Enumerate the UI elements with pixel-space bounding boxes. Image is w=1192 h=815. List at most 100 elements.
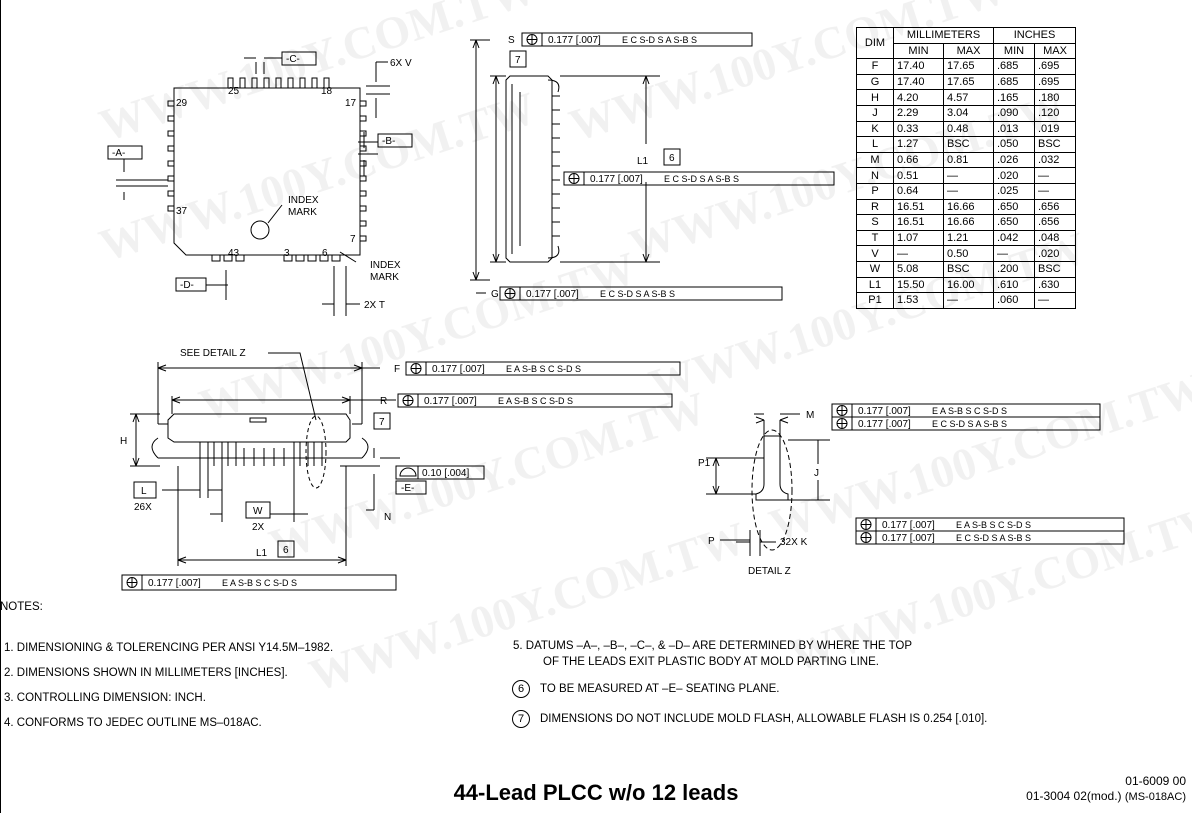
dimension-cell-in-min: .050	[993, 136, 1035, 153]
dimension-cell-in-min: .013	[993, 120, 1035, 138]
pin-6-label: 6	[322, 248, 328, 259]
datum-d-label: -D-	[180, 280, 194, 291]
index-mark-label: MARK	[288, 207, 317, 218]
w-2x-label: 2X	[252, 522, 265, 533]
front-view	[130, 352, 400, 566]
note-7-number: 7	[512, 710, 530, 728]
note-6-text: TO BE MEASURED AT –E– SEATING PLANE.	[540, 683, 780, 696]
package-drawing: -C- 25 18 17 29 37 7 43 3 6 6X V -B- -A-…	[107, 32, 1125, 591]
dimension-cell-mm-min: 0.64	[893, 182, 944, 200]
f-label: F	[394, 364, 400, 375]
dimension-cell-mm-max: 4.57	[943, 89, 994, 106]
w-box	[245, 501, 271, 519]
dimension-cell-mm-max: 16.66	[943, 214, 994, 231]
pin-43-label: 43	[228, 248, 240, 259]
dimension-cell-dim: L1	[856, 276, 894, 294]
dimension-cell-mm-max: —	[943, 182, 994, 200]
pin-29-label: 29	[176, 98, 188, 109]
dimension-cell-in-max: —	[1034, 182, 1076, 200]
note-6-marker: 6	[669, 153, 675, 164]
millimeters-header: MILLIMETERS	[893, 27, 994, 44]
dimension-cell-in-max: .656	[1034, 198, 1076, 216]
dimension-cell-mm-min: 2.29	[893, 104, 944, 122]
l-box	[133, 481, 157, 499]
dimension-cell-dim: H	[856, 89, 894, 106]
dimension-cell-in-min: .200	[993, 260, 1035, 278]
dimension-cell-mm-max: 0.48	[943, 120, 994, 138]
dimension-cell-mm-max: 16.00	[943, 276, 994, 294]
index-mark-label-2: MARK	[370, 272, 399, 283]
dimension-cell-mm-min: 0.66	[893, 151, 944, 169]
mm-max-header: MAX	[943, 42, 994, 60]
j-label: J	[814, 468, 819, 479]
tol-frame-l1	[563, 148, 835, 186]
bottom-leads	[211, 254, 341, 262]
dimension-cell-mm-max: 0.50	[943, 245, 994, 262]
top-leads	[227, 77, 330, 89]
dimension-cell-dim: P1	[856, 292, 894, 309]
dimension-cell-dim: T	[856, 229, 894, 247]
dimension-cell-dim: N	[856, 167, 894, 184]
tol-f-value: 0.177 [.007]	[432, 364, 485, 375]
k-label: 32X K	[780, 537, 808, 548]
dimension-cell-mm-min: 0.51	[893, 167, 944, 184]
tol-frame-m	[831, 403, 1101, 431]
document-number-block: 01-6009 00 01-3004 02(mod.) (MS-018AC)	[1026, 774, 1186, 805]
dimension-cell-mm-min: 1.27	[893, 136, 944, 153]
dimension-cell-mm-max: 16.66	[943, 198, 994, 216]
pin-17-label: 17	[345, 98, 357, 109]
datum-c-label: -C-	[286, 54, 300, 65]
drawing-title: 44-Lead PLCC w/o 12 leads	[453, 780, 739, 805]
tol-frame-e	[395, 465, 485, 495]
dimension-cell-mm-max: BSC	[943, 136, 994, 153]
w-label: W	[253, 506, 263, 517]
note-4: 4. CONFORMS TO JEDEC OUTLINE MS–018AC.	[4, 717, 262, 729]
tol-m2-value: 0.177 [.007]	[858, 419, 911, 430]
tol-frame-f	[405, 361, 681, 376]
mm-min-header: MIN	[893, 42, 944, 60]
r-label: R	[380, 396, 387, 407]
inches-header: INCHES	[993, 27, 1076, 44]
dimension-cell-in-max: .656	[1034, 214, 1076, 231]
tol-l1-ref: E C S-D S A S-B S	[664, 174, 739, 184]
p1-label: P1	[698, 458, 711, 469]
dimension-cell-in-max: .180	[1034, 89, 1076, 106]
document-number-2: 01-3004 02(mod.) (MS-018AC)	[1026, 789, 1186, 805]
jedec-outline: (MS-018AC)	[1124, 791, 1186, 803]
dimension-cell-mm-max: BSC	[943, 260, 994, 278]
side-view	[470, 39, 660, 281]
index-mark-label: INDEX	[288, 195, 319, 206]
dimension-cell-mm-max: 3.04	[943, 104, 994, 122]
l-26x-label: 26X	[134, 502, 152, 513]
dimension-cell-mm-min: 17.40	[893, 73, 944, 91]
two-x-t-label: 2X T	[364, 300, 385, 311]
dimension-cell-in-max: .020	[1034, 245, 1076, 262]
tol-r-ref: E A S-B S C S-D S	[498, 396, 573, 406]
top-view-labels: -C- 25 18 17 29 37 7 43 3 6 6X V -B- -A-…	[112, 54, 412, 311]
dimension-cell-in-min: .650	[993, 214, 1035, 231]
dimension-cell-mm-min: 15.50	[893, 276, 944, 294]
detail-z	[706, 413, 830, 556]
six-x-v-label: 6X V	[390, 58, 412, 69]
tol-g-ref: E C S-D S A S-B S	[600, 289, 675, 299]
tol-m2-ref: E C S-D S A S-B S	[932, 419, 1007, 429]
dimension-cell-dim: W	[856, 260, 894, 278]
detail-z-label: DETAIL Z	[748, 566, 791, 577]
dimension-cell-mm-max: —	[943, 167, 994, 184]
dimension-cell-in-max: .630	[1034, 276, 1076, 294]
dimension-cell-in-max: .695	[1034, 58, 1076, 75]
document-number-2-text: 01-3004 02(mod.)	[1026, 789, 1122, 803]
tol-frame-r	[373, 393, 673, 430]
dimension-cell-in-max: .120	[1034, 104, 1076, 122]
dimension-cell-dim: J	[856, 104, 894, 122]
